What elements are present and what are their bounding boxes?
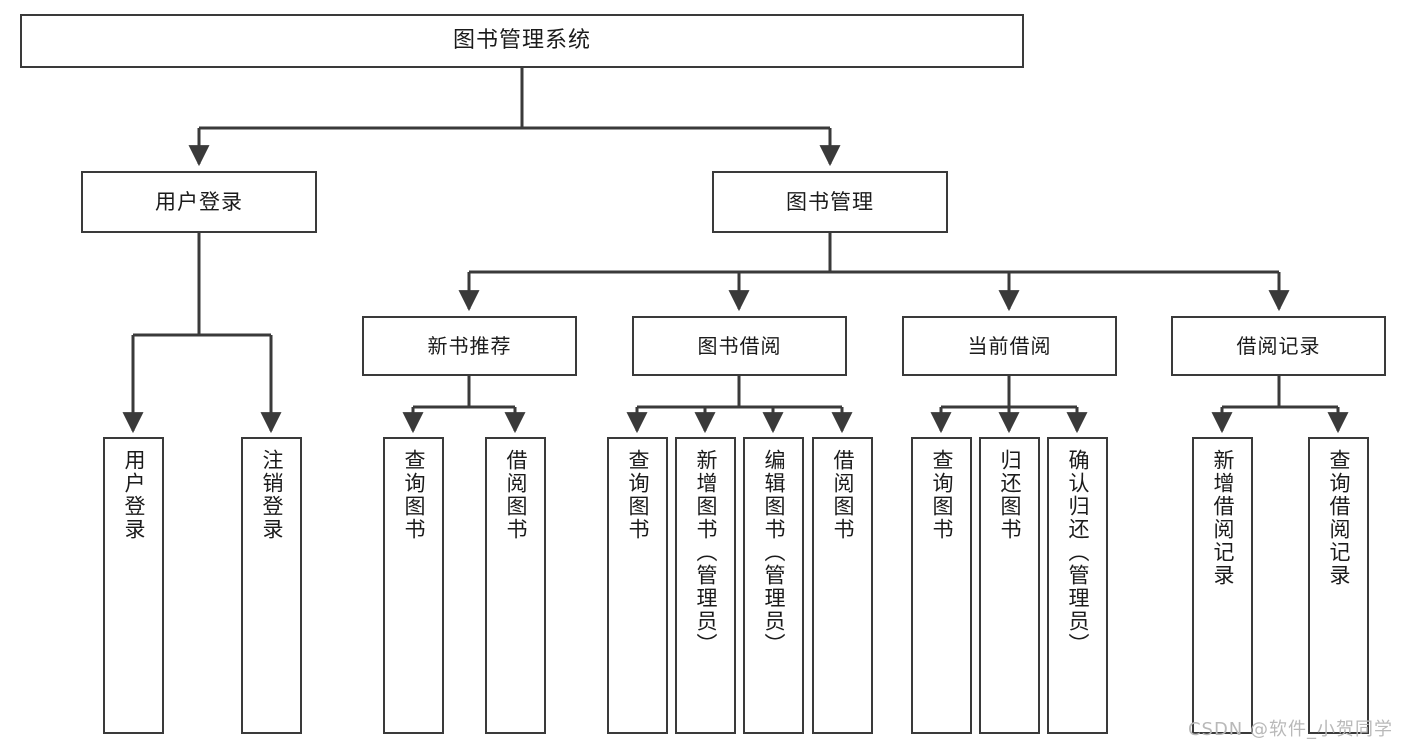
- leaf-new-book-1-label: 借阅图书: [504, 449, 528, 541]
- leaf-book-borrow-2[interactable]: 编辑图书（管理员）: [743, 437, 804, 734]
- node-user-login-label: 用户登录: [155, 189, 243, 214]
- node-new-book-recommend-label: 新书推荐: [427, 333, 512, 358]
- leaf-book-borrow-1-label: 新增图书（管理员）: [694, 449, 718, 656]
- node-new-book-recommend[interactable]: 新书推荐: [362, 316, 577, 376]
- leaf-current-borrow-0[interactable]: 查询图书: [911, 437, 972, 734]
- leaf-book-borrow-3-label: 借阅图书: [831, 449, 855, 541]
- leaf-book-borrow-0-label: 查询图书: [626, 449, 650, 541]
- watermark-text: CSDN @软件_小贺同学: [1187, 719, 1393, 740]
- leaf-user-login-1[interactable]: 注销登录: [241, 437, 302, 734]
- node-root-label: 图书管理系统: [452, 28, 591, 54]
- leaf-user-login-1-label: 注销登录: [260, 449, 284, 541]
- leaf-borrow-record-1[interactable]: 查询借阅记录: [1308, 437, 1369, 734]
- leaf-current-borrow-2[interactable]: 确认归还（管理员）: [1047, 437, 1108, 734]
- leaf-current-borrow-1-label: 归还图书: [998, 449, 1022, 541]
- node-user-login[interactable]: 用户登录: [81, 171, 317, 233]
- leaf-book-borrow-2-label: 编辑图书（管理员）: [762, 449, 786, 656]
- leaf-book-borrow-3[interactable]: 借阅图书: [812, 437, 873, 734]
- node-book-borrow[interactable]: 图书借阅: [632, 316, 847, 376]
- leaf-new-book-0-label: 查询图书: [402, 449, 426, 541]
- leaf-book-borrow-1[interactable]: 新增图书（管理员）: [675, 437, 736, 734]
- leaf-current-borrow-1[interactable]: 归还图书: [979, 437, 1040, 734]
- node-book-management[interactable]: 图书管理: [712, 171, 948, 233]
- leaf-borrow-record-1-label: 查询借阅记录: [1327, 449, 1351, 587]
- leaf-current-borrow-2-label: 确认归还（管理员）: [1066, 449, 1090, 656]
- node-book-management-label: 图书管理: [786, 189, 874, 214]
- node-current-borrow-label: 当前借阅: [967, 333, 1052, 358]
- leaf-borrow-record-0[interactable]: 新增借阅记录: [1192, 437, 1253, 734]
- node-current-borrow[interactable]: 当前借阅: [902, 316, 1117, 376]
- leaf-new-book-0[interactable]: 查询图书: [383, 437, 444, 734]
- leaf-user-login-0-label: 用户登录: [122, 449, 146, 541]
- leaf-user-login-0[interactable]: 用户登录: [103, 437, 164, 734]
- node-root[interactable]: 图书管理系统: [20, 14, 1024, 68]
- node-borrow-record-label: 借阅记录: [1236, 333, 1321, 358]
- leaf-book-borrow-0[interactable]: 查询图书: [607, 437, 668, 734]
- node-book-borrow-label: 图书借阅: [697, 333, 782, 358]
- leaf-borrow-record-0-label: 新增借阅记录: [1211, 449, 1235, 587]
- node-borrow-record[interactable]: 借阅记录: [1171, 316, 1386, 376]
- leaf-new-book-1[interactable]: 借阅图书: [485, 437, 546, 734]
- leaf-current-borrow-0-label: 查询图书: [930, 449, 954, 541]
